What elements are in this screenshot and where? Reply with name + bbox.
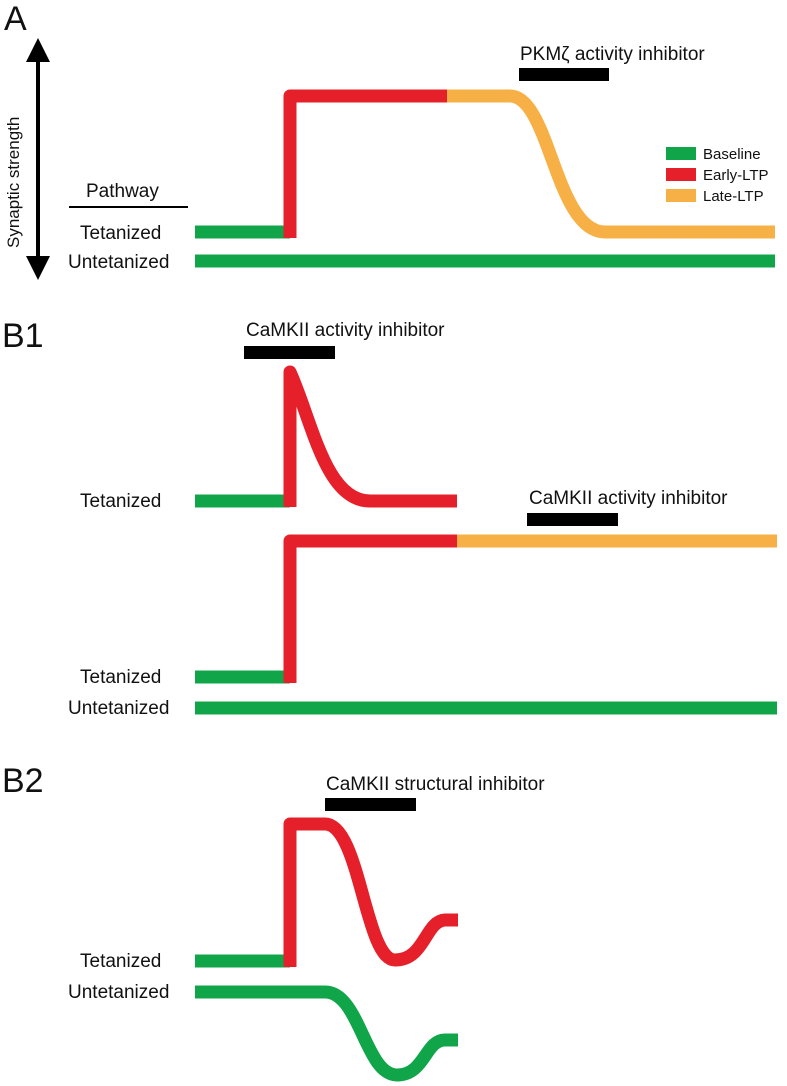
panel-b1-tetanized-1-early-ltp-trace xyxy=(283,365,457,508)
legend-label-late-ltp: Late-LTP xyxy=(703,188,764,205)
panel-b2-untetanized-label: Untetanized xyxy=(68,982,169,1003)
y-axis-label: Synaptic strength xyxy=(4,117,23,248)
legend-swatch-late-ltp xyxy=(666,189,696,202)
panel-b1-untetanized-label: Untetanized xyxy=(68,698,169,719)
synaptic-strength-axis: Synaptic strength xyxy=(4,38,50,280)
legend: Baseline Early-LTP Late-LTP xyxy=(666,146,769,205)
legend-swatch-baseline xyxy=(666,147,696,160)
panel-a-tetanized-early-ltp-trace xyxy=(283,89,447,238)
panel-b1-inhibitor-early-label: CaMKII activity inhibitor xyxy=(246,320,445,341)
panel-a-tetanized-late-ltp-trace xyxy=(447,89,775,239)
legend-label-baseline: Baseline xyxy=(703,146,761,163)
legend-swatch-early-ltp xyxy=(666,168,696,181)
panel-a-inhibitor-bar xyxy=(519,68,609,81)
panel-b2-tetanized-early-ltp-trace xyxy=(283,817,458,967)
panel-b1-label: B1 xyxy=(2,317,44,355)
panel-a-inhibitor-label: PKMζ activity inhibitor xyxy=(520,44,705,65)
panel-b2-label: B2 xyxy=(2,762,44,800)
panel-b1-inhibitor-late-label: CaMKII activity inhibitor xyxy=(529,488,728,509)
legend-label-early-ltp: Early-LTP xyxy=(703,167,769,184)
panel-b2-inhibitor-bar xyxy=(325,798,416,811)
panel-a-label: A xyxy=(4,0,27,38)
panel-a-tetanized-label: Tetanized xyxy=(80,223,161,244)
panel-b2-tetanized-label: Tetanized xyxy=(80,951,161,972)
panel-b1-inhibitor-late-bar xyxy=(527,513,618,526)
pathway-header: Pathway xyxy=(86,181,159,202)
panel-b1-tetanized-1-label: Tetanized xyxy=(80,491,161,512)
panel-b1-tetanized-2-early-ltp-trace xyxy=(283,534,457,683)
panel-a-untetanized-label: Untetanized xyxy=(68,252,169,273)
panel-b1-tetanized-2-label: Tetanized xyxy=(80,667,161,688)
panel-b2-inhibitor-label: CaMKII structural inhibitor xyxy=(326,774,545,795)
panel-b2-untetanized-baseline-trace xyxy=(195,985,458,1082)
panel-b1-inhibitor-early-bar xyxy=(244,346,335,359)
